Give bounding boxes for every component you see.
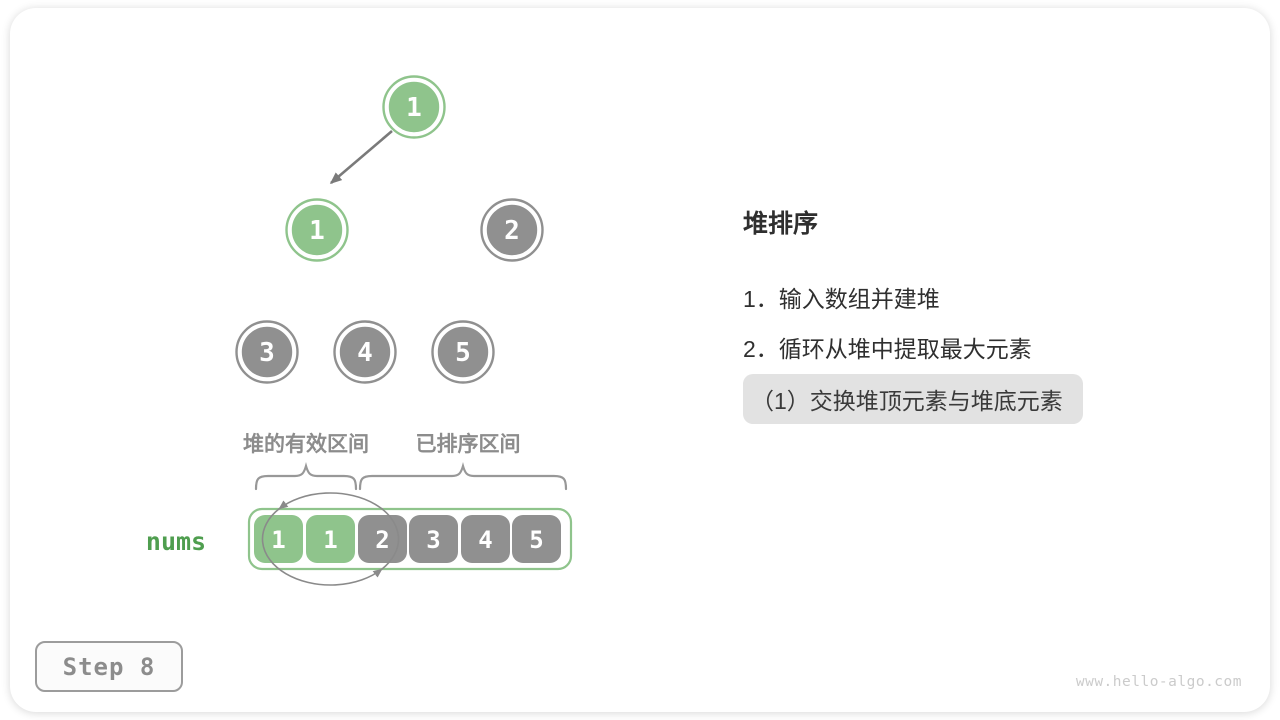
node-fill (239, 324, 295, 380)
node-ring (285, 198, 349, 262)
cell-value: 1 (271, 526, 285, 554)
node-fill (484, 202, 540, 258)
active-substep-badge: （1）交换堆顶元素与堆底元素 (743, 374, 1083, 424)
cell-value: 4 (478, 526, 492, 554)
array-cell (461, 515, 510, 563)
tree-node-leaf-3: 3 (235, 320, 299, 384)
array-cell (512, 515, 561, 563)
panel-title: 堆排序 (743, 210, 819, 238)
cell-value: 3 (426, 526, 440, 554)
swap-arc-bottom (261, 508, 383, 586)
sorted-range-label: 已排序区间 (416, 432, 521, 456)
tree-node-leaf-5: 5 (431, 320, 495, 384)
sorted-range-brace (358, 461, 568, 491)
array-cell (306, 515, 355, 563)
node-fill (289, 202, 345, 258)
tree-node-root: 1 (382, 75, 446, 139)
step-badge: Step 8 (35, 641, 183, 692)
explanation-panel: 堆排序 1．输入数组并建堆 2．循环从堆中提取最大元素 （1）交换堆顶元素与堆底… (743, 204, 1163, 444)
tree-node-left: 1 (285, 198, 349, 262)
cell-value: 1 (323, 526, 337, 554)
heap-range-label: 堆的有效区间 (243, 432, 369, 456)
node-ring (431, 320, 495, 384)
node-value: 4 (357, 338, 373, 368)
cell-value: 5 (529, 526, 543, 554)
node-ring (235, 320, 299, 384)
node-value: 1 (406, 93, 422, 123)
node-ring (480, 198, 544, 262)
slide-card (10, 8, 1270, 712)
array-cells: 1 1 2 3 4 5 (254, 515, 561, 563)
array-name-label: nums (146, 527, 206, 556)
array-cell (254, 515, 303, 563)
node-value: 2 (504, 216, 520, 246)
step-item-2: 2．循环从堆中提取最大元素 (743, 336, 1032, 362)
node-fill (435, 324, 491, 380)
node-ring (382, 75, 446, 139)
node-value: 1 (309, 216, 325, 246)
node-fill (337, 324, 393, 380)
root-to-child-arrow-icon (329, 130, 393, 184)
cell-value: 2 (375, 526, 389, 554)
watermark: www.hello-algo.com (1075, 674, 1242, 690)
node-value: 3 (259, 338, 275, 368)
heap-range-brace (254, 461, 358, 491)
array-cell (358, 515, 407, 563)
node-value: 5 (455, 338, 471, 368)
node-fill (386, 79, 442, 135)
step-item-1: 1．输入数组并建堆 (743, 286, 940, 312)
tree-node-right: 2 (480, 198, 544, 262)
tree-node-leaf-4: 4 (333, 320, 397, 384)
swap-arc-top (278, 492, 400, 570)
array-cell (409, 515, 458, 563)
node-ring (333, 320, 397, 384)
